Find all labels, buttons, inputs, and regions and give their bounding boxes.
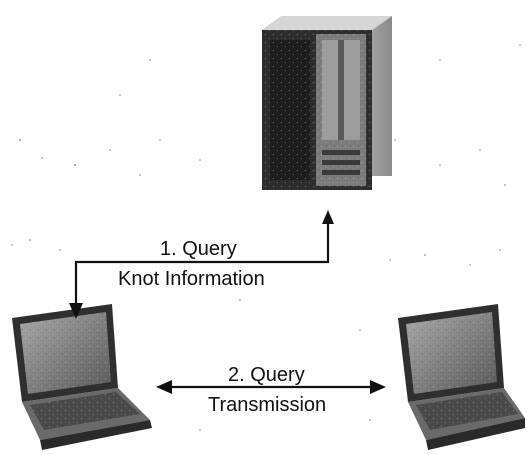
arrowhead-left [156,380,172,394]
edge-query-transmission-label-2: Transmission [208,394,326,416]
edge-query-transmission-label-1: 2. Query [228,364,305,386]
laptop-right-icon [398,304,525,450]
server-tower-icon [262,16,392,190]
arrowhead-right [370,380,386,394]
arrowhead-up [322,210,334,224]
edge-query-knot-label-2: Knot Information [118,268,265,290]
background-noise [11,44,521,431]
edge-query-knot: 1. Query Knot Information [69,210,334,319]
arrowhead-down [69,303,83,319]
edge-query-knot-line [74,222,330,306]
edge-query-transmission: 2. Query Transmission [156,364,386,416]
laptop-left-icon [12,304,152,450]
edge-query-knot-label-1: 1. Query [160,238,237,260]
